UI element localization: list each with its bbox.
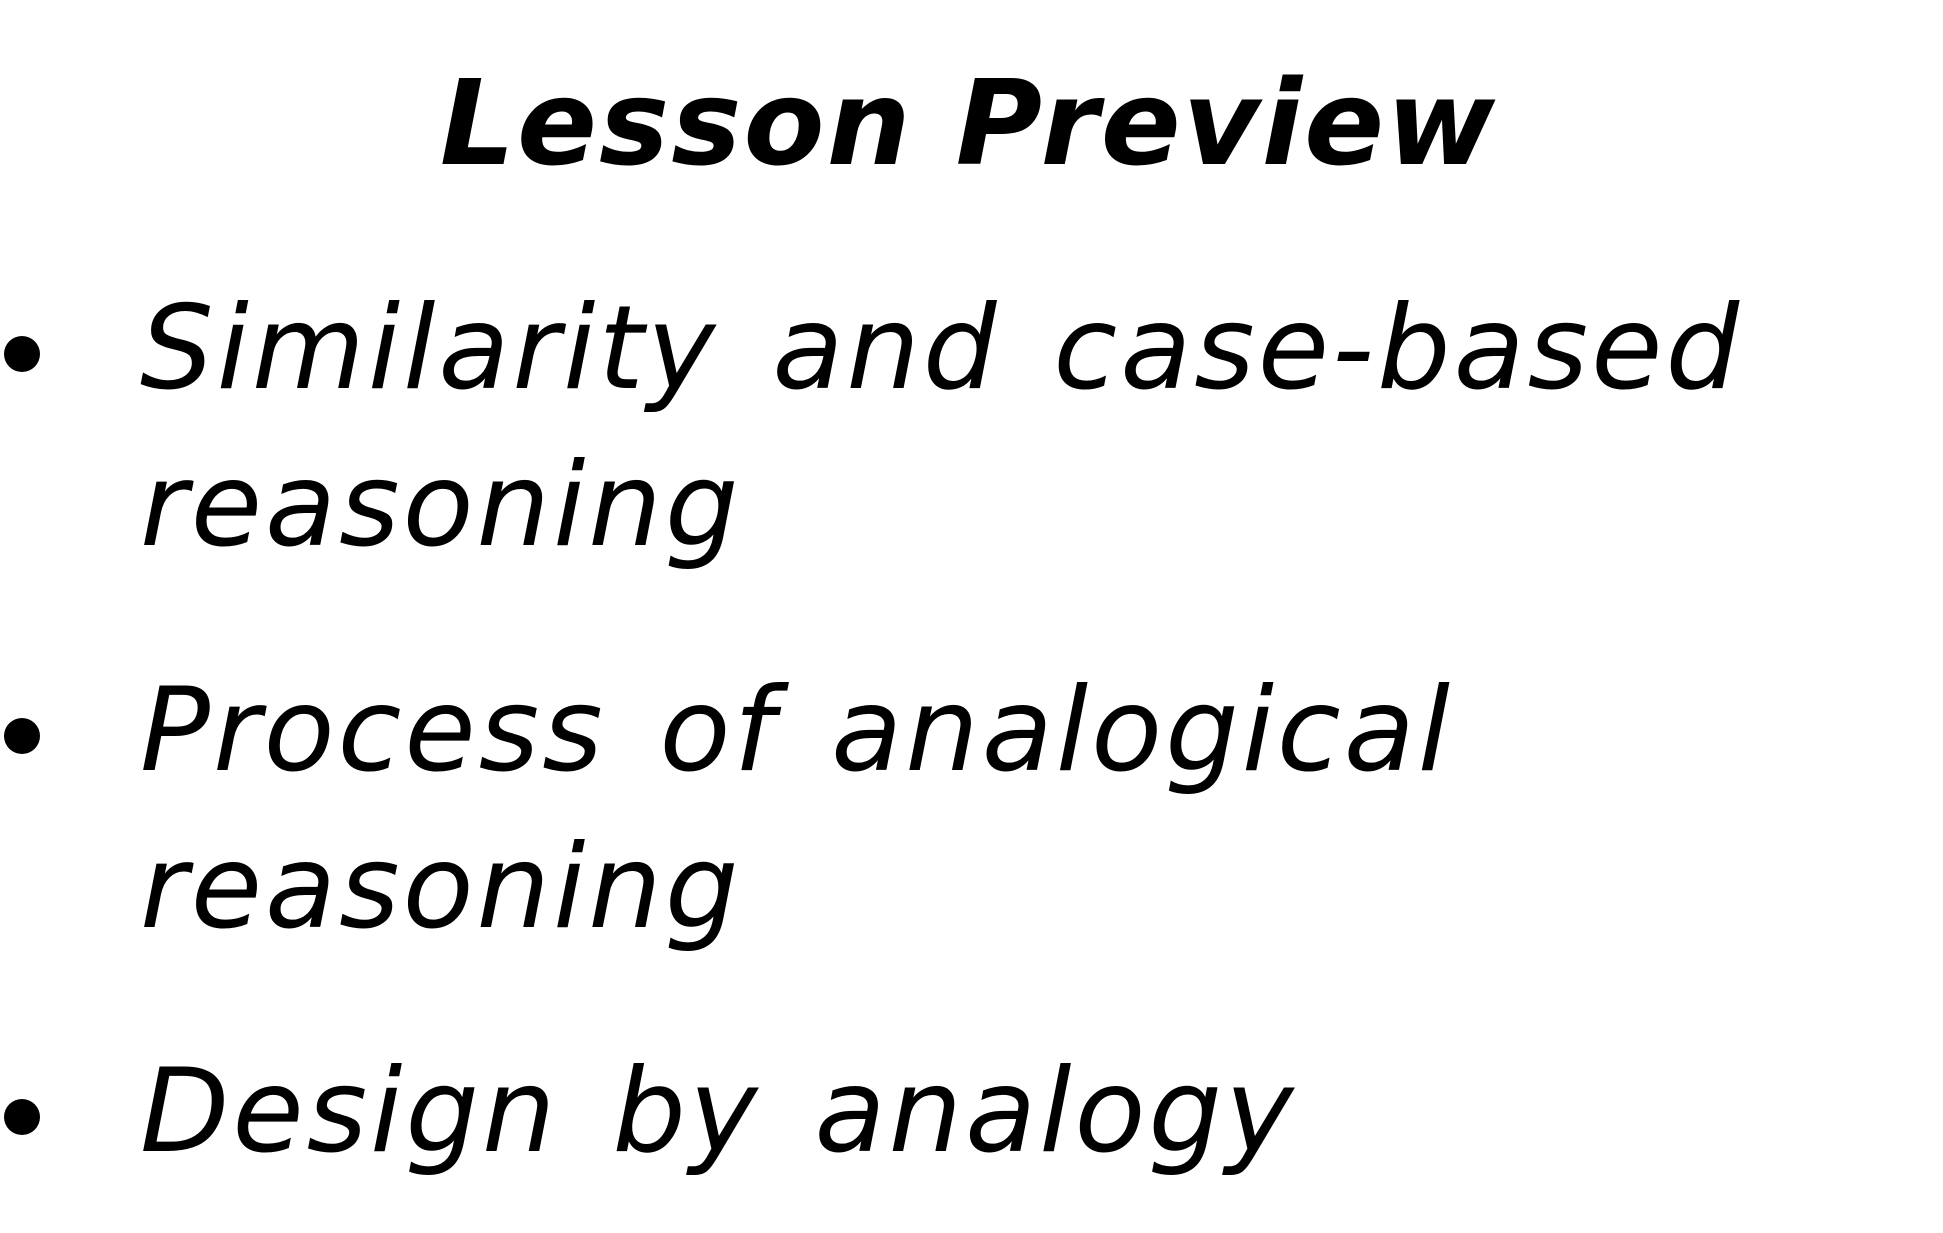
- bullet-icon: [4, 1099, 40, 1135]
- slide-title: Lesson Preview: [439, 54, 1498, 192]
- bullet-text: Process of analogical reasoning: [140, 663, 1454, 955]
- bullet-text: Similarity and case-based reasoning: [140, 281, 1743, 573]
- bullet-icon: [4, 336, 40, 372]
- bullet-icon: [4, 718, 40, 754]
- bullet-text: Design by analogy: [140, 1044, 1297, 1179]
